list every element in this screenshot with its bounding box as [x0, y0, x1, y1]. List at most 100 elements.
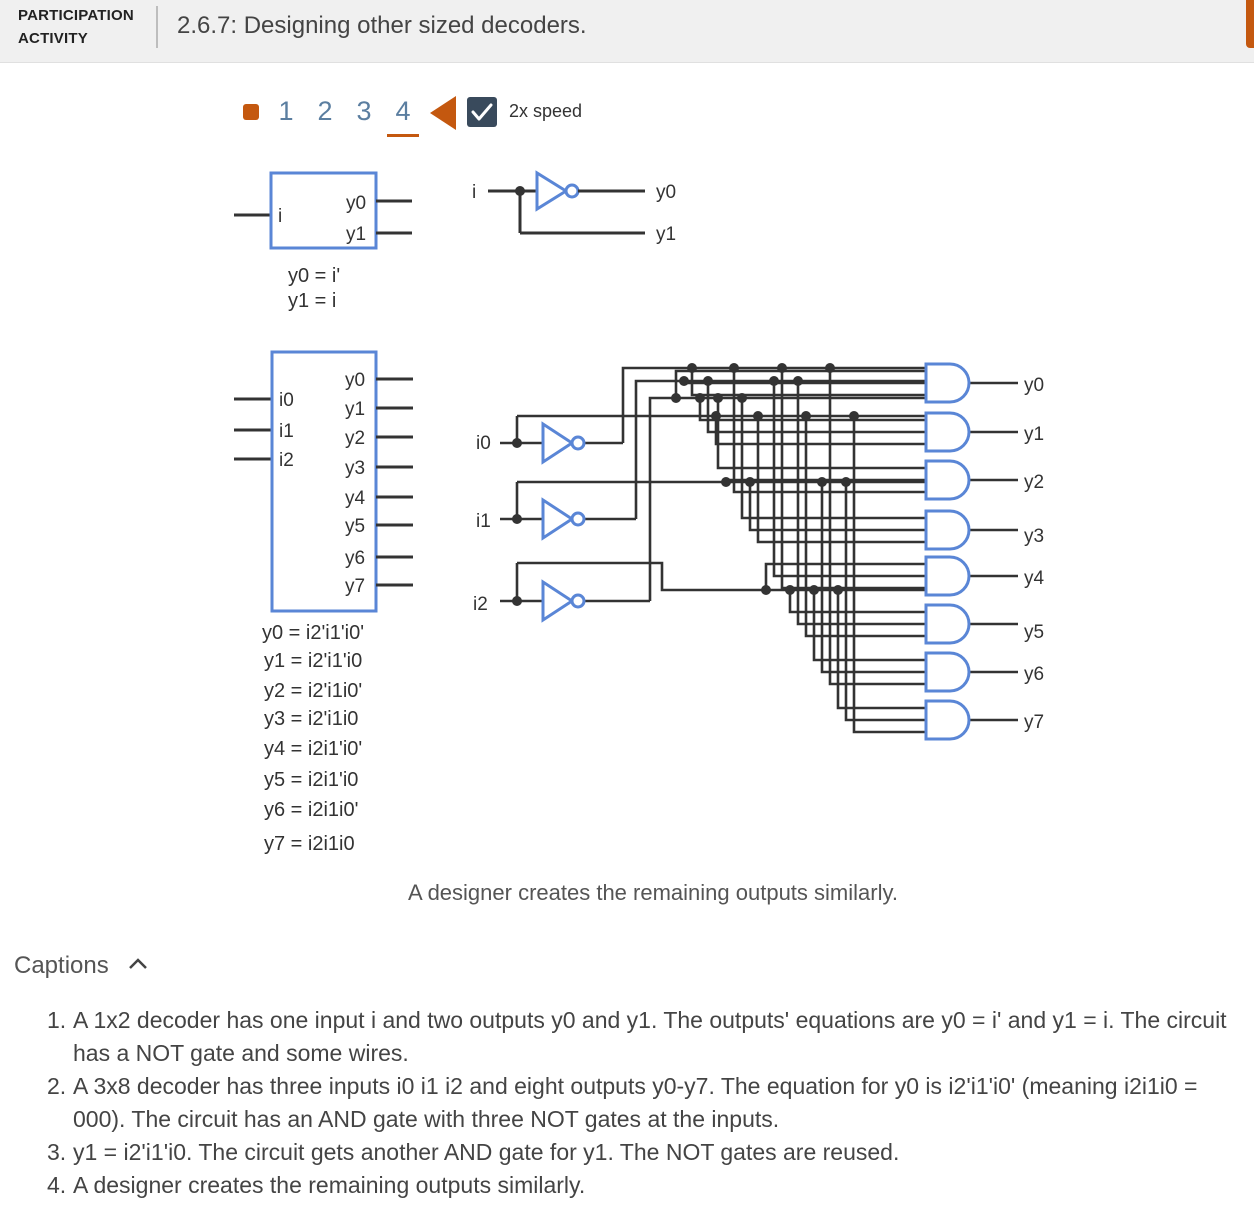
- equation-3x8: y5 = i2i1'i0: [264, 769, 359, 791]
- wire: [820, 482, 926, 674]
- junction-dot: [801, 411, 811, 421]
- decoder-3x8-output-label: y1: [345, 399, 365, 420]
- square-icon[interactable]: [243, 104, 259, 120]
- triangle-left-icon[interactable]: [430, 96, 456, 130]
- equation-3x8: y6 = i2i1i0': [264, 799, 359, 821]
- wire: [674, 369, 926, 398]
- step-1-button[interactable]: 1: [278, 96, 294, 126]
- wire: [780, 368, 926, 590]
- and-gate: [924, 699, 971, 741]
- and-gate: [924, 509, 971, 551]
- activity-title: 2.6.7: Designing other sized decoders.: [177, 12, 587, 39]
- wire: [772, 381, 926, 578]
- decoder-3x8-block: i0 i1 i2 y0 y1 y2 y3 y4 y5 y6 y7: [234, 350, 413, 613]
- wire: [812, 590, 926, 662]
- circuit-3x8-input-label: i0: [476, 433, 491, 454]
- wire: [836, 590, 926, 710]
- junction-dot: [713, 393, 723, 403]
- junction-dot: [825, 363, 835, 373]
- current-step-caption: A designer creates the remaining outputs…: [408, 880, 898, 905]
- circuit-1x2-input-label: i: [472, 182, 476, 203]
- not-gate: [541, 421, 575, 465]
- step-2-button[interactable]: 2: [317, 96, 333, 126]
- chevron-up-icon[interactable]: [128, 956, 148, 972]
- junction-dot: [695, 393, 705, 403]
- step-3-button[interactable]: 3: [356, 96, 372, 126]
- junction-dot: [841, 477, 851, 487]
- wire: [698, 398, 926, 422]
- decoder-1x2-output-label: y0: [346, 193, 366, 214]
- header-divider: [156, 6, 158, 48]
- circuit-3x8-output-label: y1: [1024, 424, 1044, 445]
- junction-dot: [769, 376, 779, 386]
- equation-3x8: y4 = i2i1'i0': [264, 738, 363, 760]
- speed-checkbox[interactable]: [467, 97, 497, 127]
- wire: [788, 590, 926, 614]
- junction-dot: [833, 585, 843, 595]
- equation-1x2: y1 = i: [288, 290, 337, 312]
- decoder-3x8-output-label: y0: [345, 370, 365, 391]
- caption-list: 1.A 1x2 decoder has one input i and two …: [42, 1004, 1252, 1202]
- wire: [828, 368, 926, 686]
- and-gate: [924, 411, 971, 453]
- circuit-3x8: i0 i1 i2 y0 y1 y2 y3 y4 y5 y6 y7: [473, 362, 1045, 741]
- caption-item: 1.A 1x2 decoder has one input i and two …: [47, 1007, 1227, 1066]
- caption-item: 3.y1 = i2'i1'i0. The circuit gets anothe…: [47, 1139, 900, 1165]
- circuit-3x8-output-label: y6: [1024, 664, 1044, 685]
- junction-dot: [512, 438, 522, 448]
- wire: [852, 416, 926, 734]
- circuit-3x8-output-label: y7: [1024, 712, 1044, 733]
- junction-dot: [777, 363, 787, 373]
- speed-label: 2x speed: [509, 101, 583, 121]
- wire: [648, 396, 926, 601]
- decoder-1x2-block: i y0 y1: [234, 171, 412, 250]
- not-bubble: [570, 593, 586, 609]
- checkmark-icon: [471, 103, 493, 121]
- junction-dot: [515, 186, 525, 196]
- junction-dot: [687, 363, 697, 373]
- wire: [844, 482, 926, 722]
- circuit-3x8-output-label: y4: [1024, 568, 1045, 589]
- circuit-3x8-output-label: y0: [1024, 375, 1044, 396]
- circuit-3x8-output-label: y5: [1024, 622, 1044, 643]
- step-4-button[interactable]: 4: [395, 96, 411, 126]
- not-bubble: [570, 435, 586, 451]
- and-gate: [924, 362, 971, 404]
- decoder-1x2-output-label: y1: [346, 224, 366, 245]
- decoder-3x8-output-label: y4: [345, 488, 366, 509]
- wire: [748, 482, 926, 532]
- junction-dot: [671, 393, 681, 403]
- decoder-3x8-output-label: y5: [345, 516, 365, 537]
- header-accent: [1246, 0, 1254, 48]
- equation-3x8: y1 = i2'i1'i0: [264, 650, 363, 672]
- junction-dot: [729, 363, 739, 373]
- and-gate: [924, 459, 971, 501]
- decoder-3x8-output-label: y3: [345, 458, 365, 479]
- junction-dot: [817, 477, 827, 487]
- decoder-1x2-input-label: i: [278, 206, 282, 227]
- junction-dot: [512, 514, 522, 524]
- circuit-1x2-output-label: y1: [656, 224, 676, 245]
- junction-dot: [753, 411, 763, 421]
- wire: [716, 398, 926, 470]
- and-gate: [924, 555, 971, 597]
- and-gate: [924, 603, 971, 645]
- equation-1x2: y0 = i': [288, 265, 341, 287]
- junction-dot: [793, 376, 803, 386]
- wire: [732, 368, 926, 494]
- decoder-3x8-output-label: y2: [345, 428, 365, 449]
- caption-item: 4.A designer creates the remaining outpu…: [47, 1172, 586, 1198]
- circuit-1x2-output-label: y0: [656, 182, 676, 203]
- junction-dot: [785, 585, 795, 595]
- captions-header[interactable]: Captions: [14, 952, 109, 979]
- and-gate: [924, 651, 971, 693]
- wire: [714, 416, 926, 446]
- decoder-3x8-input-label: i0: [279, 390, 294, 411]
- circuit-1x2: i y0 y1: [472, 170, 676, 245]
- equation-3x8: y3 = i2'i1i0: [264, 708, 359, 730]
- junction-dot: [849, 411, 859, 421]
- junction-dot: [737, 393, 747, 403]
- junction-dot: [711, 411, 721, 421]
